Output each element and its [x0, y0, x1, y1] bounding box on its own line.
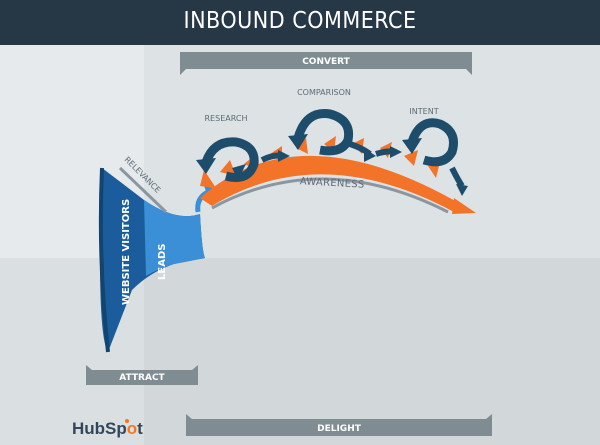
delight-label: DELIGHT	[317, 424, 362, 434]
hubspot-logo: HubSpot	[72, 419, 143, 438]
website-visitors-label: WEBSITE VISITORS	[121, 199, 132, 305]
comparison-label: COMPARISON	[297, 88, 351, 97]
orange-arc	[200, 136, 476, 214]
relevance-line	[118, 166, 168, 214]
attract-bar: ATTRACT	[86, 365, 198, 385]
page-title: INBOUND COMMERCE	[183, 8, 417, 34]
delight-bar: DELIGHT	[186, 414, 492, 436]
inbound-commerce-diagram: CONVERT WEBSITE VISITORS LEADS RELEVANCE…	[0, 45, 600, 445]
research-loop	[196, 137, 259, 182]
funnel: WEBSITE VISITORS LEADS	[98, 167, 205, 353]
convert-label: CONVERT	[302, 57, 350, 67]
attract-label: ATTRACT	[119, 373, 165, 383]
funnel-rim	[98, 167, 110, 353]
sprocket-icon	[125, 419, 129, 423]
convert-bar: CONVERT	[180, 52, 472, 75]
arc-band	[200, 155, 472, 212]
leads-label: LEADS	[157, 244, 168, 280]
awareness-label: AWARENESS	[299, 176, 364, 190]
awareness-curve	[211, 177, 449, 214]
sprocket-o: o	[127, 419, 137, 438]
arc-arrowhead	[452, 198, 476, 214]
comparison-loop	[260, 109, 376, 163]
intent-label: INTENT	[409, 107, 438, 116]
intent-loop	[375, 118, 468, 196]
svg-text:HubSpot: HubSpot	[72, 419, 143, 438]
header-bar: INBOUND COMMERCE	[0, 0, 600, 45]
research-label: RESEARCH	[205, 114, 248, 123]
funnel-inner	[144, 200, 205, 276]
